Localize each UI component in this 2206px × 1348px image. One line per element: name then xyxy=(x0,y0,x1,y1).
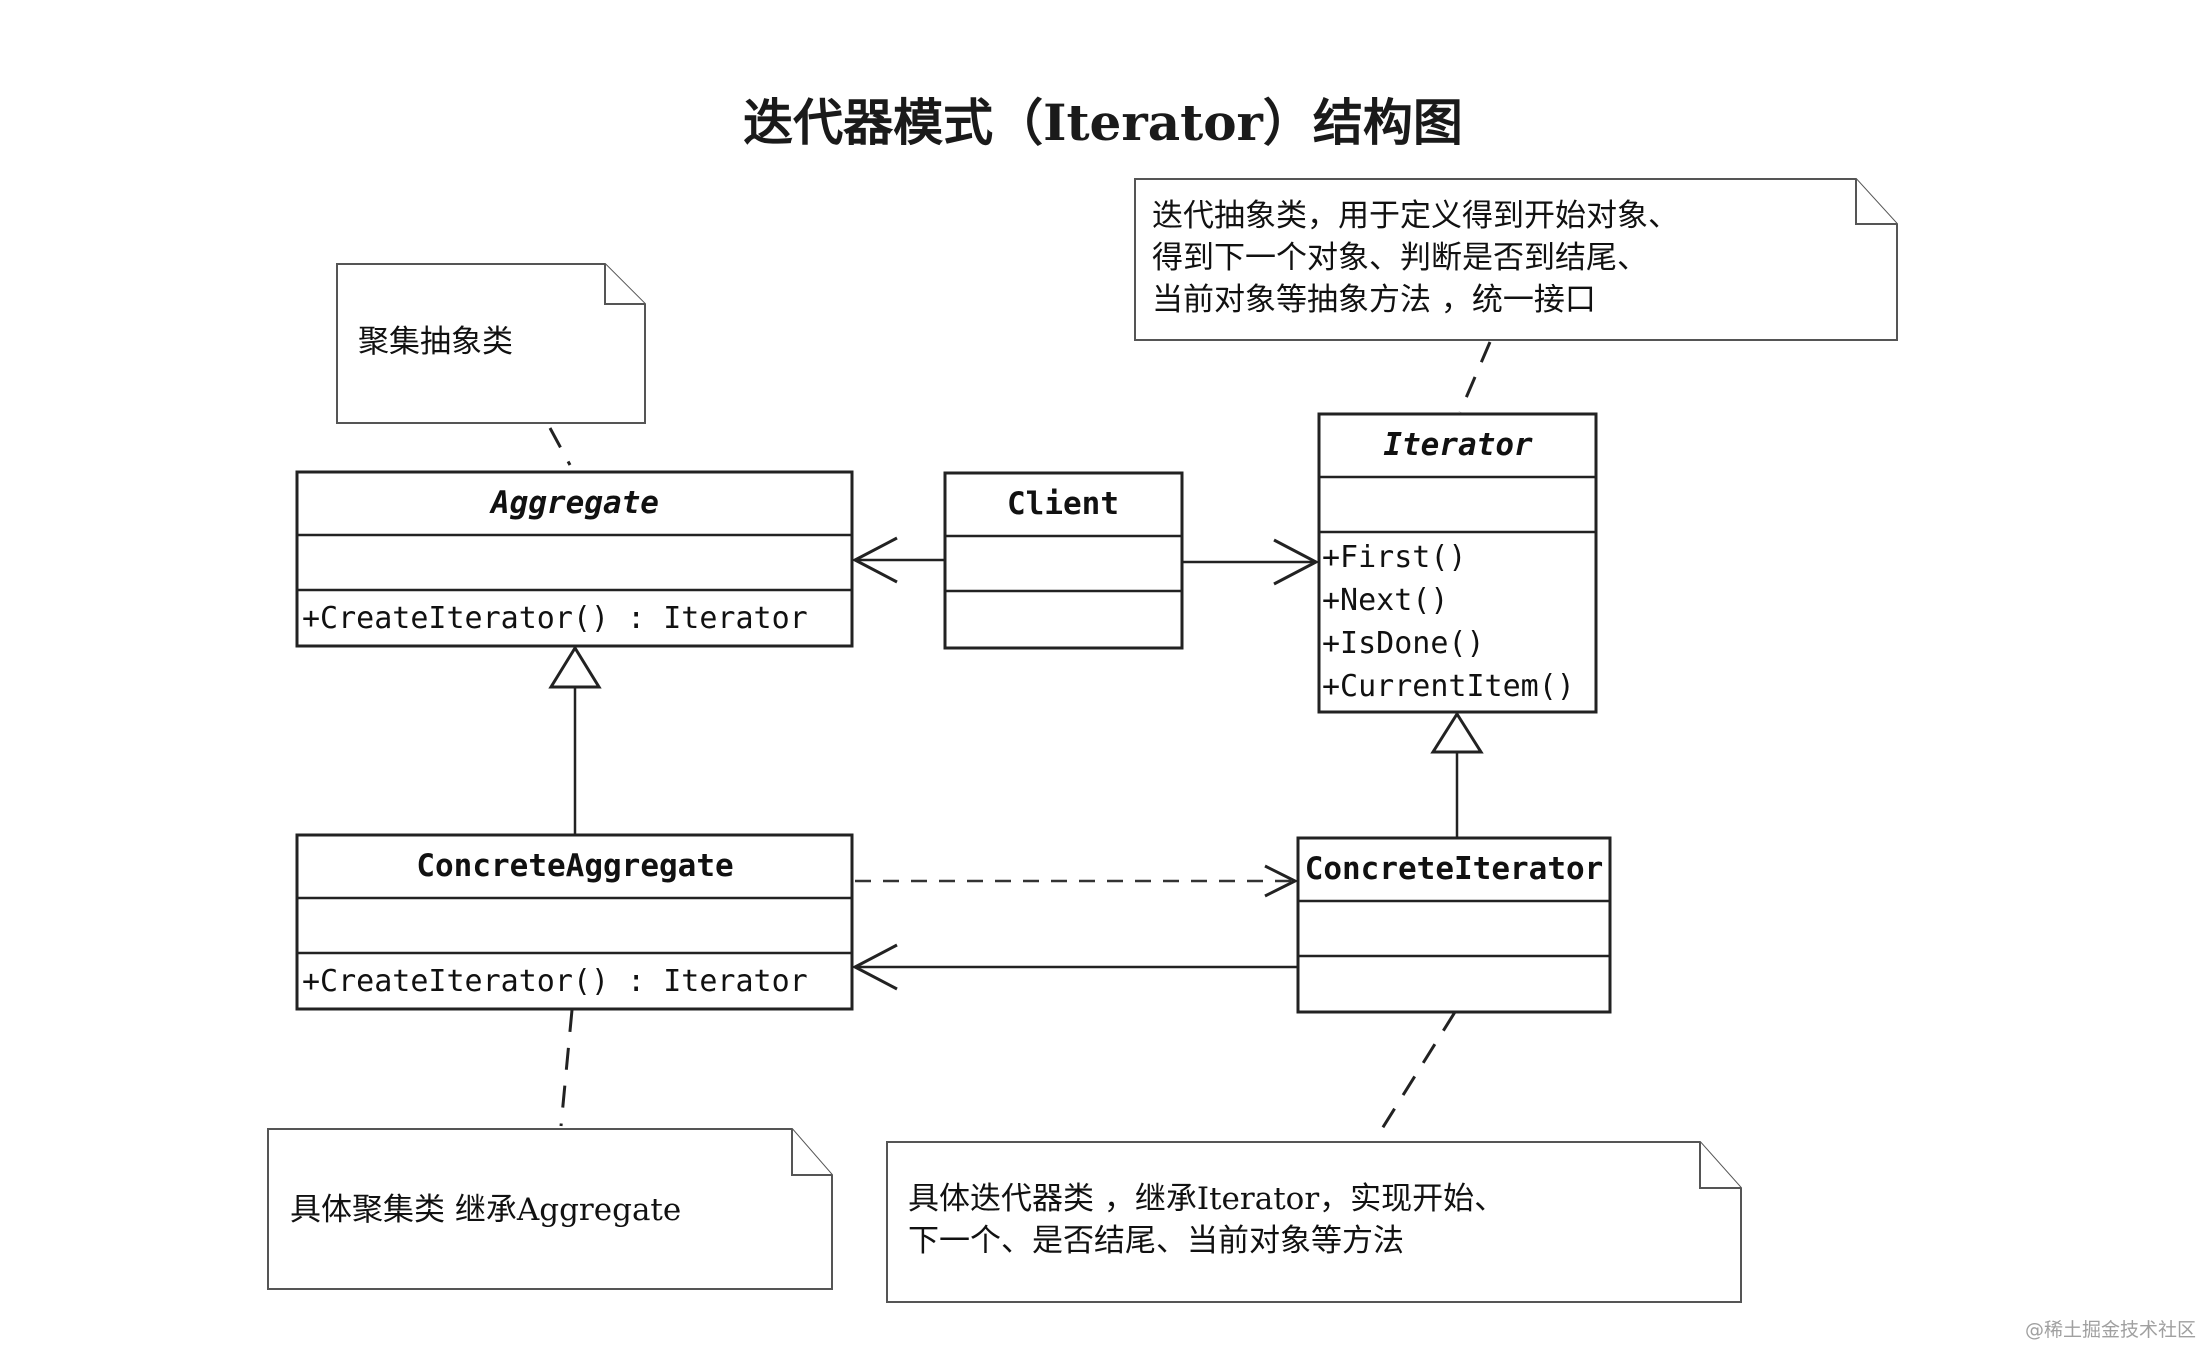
generalization-concrete-aggregate xyxy=(548,645,602,835)
anchor-iterator-note xyxy=(1458,341,1492,413)
dependency-concrete-aggregate-iterator xyxy=(855,864,1299,898)
generalization-concrete-iterator xyxy=(1430,711,1484,838)
association-client-iterator xyxy=(1182,538,1320,586)
class-aggregate-method: +CreateIterator() : Iterator xyxy=(302,601,808,636)
class-iterator-method-first: +First() xyxy=(1322,540,1467,575)
note-concrete-iterator-line-2: 下一个、是否结尾、当前对象等方法 xyxy=(908,1223,1404,1259)
diagram-title: 迭代器模式（Iterator）结构图 xyxy=(743,93,1463,152)
class-iterator-method-currentitem: +CurrentItem() xyxy=(1322,669,1575,704)
anchor-aggregate-note xyxy=(548,427,572,466)
class-iterator-method-isdone: +IsDone() xyxy=(1322,626,1485,661)
class-concrete-aggregate[interactable]: ConcreteAggregate +CreateIterator() : It… xyxy=(295,833,854,1011)
note-concrete-iterator: 具体迭代器类 ，继承Iterator，实现开始、 下一个、是否结尾、当前对象等方… xyxy=(886,1141,1742,1303)
anchor-concrete-iterator-note xyxy=(1373,1011,1457,1141)
class-concrete-aggregate-method: +CreateIterator() : Iterator xyxy=(302,964,808,999)
anchor-concrete-aggregate-note xyxy=(559,1009,574,1127)
note-concrete-aggregate-line: 具体聚集类 继承Aggregate xyxy=(290,1192,681,1228)
note-iterator: 迭代抽象类，用于定义得到开始对象、 得到下一个对象、判断是否到结尾、 当前对象等… xyxy=(1134,178,1898,341)
class-concrete-iterator[interactable]: ConcreteIterator xyxy=(1296,836,1612,1014)
class-iterator-method-next: +Next() xyxy=(1322,583,1448,618)
note-iterator-line-1: 迭代抽象类，用于定义得到开始对象、 xyxy=(1152,198,1679,234)
note-aggregate: 聚集抽象类 xyxy=(336,263,646,424)
class-concrete-aggregate-name: ConcreteAggregate xyxy=(416,848,733,884)
class-concrete-iterator-name: ConcreteIterator xyxy=(1305,851,1604,887)
class-iterator-name: Iterator xyxy=(1383,427,1533,463)
note-iterator-line-3: 当前对象等抽象方法 ，统一接口 xyxy=(1152,282,1596,318)
note-aggregate-line: 聚集抽象类 xyxy=(358,324,513,360)
association-concrete-iterator-aggregate xyxy=(851,943,1298,991)
note-concrete-iterator-line-1: 具体迭代器类 ，继承Iterator，实现开始、 xyxy=(908,1181,1505,1217)
note-concrete-aggregate: 具体聚集类 继承Aggregate xyxy=(267,1128,833,1290)
class-iterator[interactable]: Iterator +First() +Next() +IsDone() +Cur… xyxy=(1317,412,1598,714)
class-client[interactable]: Client xyxy=(943,471,1184,650)
association-client-aggregate xyxy=(851,536,945,584)
class-client-name: Client xyxy=(1007,486,1119,522)
note-iterator-line-2: 得到下一个对象、判断是否到结尾、 xyxy=(1152,240,1648,276)
class-aggregate-name: Aggregate xyxy=(489,485,659,521)
watermark: @稀土掘金技术社区 xyxy=(2025,1319,2196,1341)
class-aggregate[interactable]: Aggregate +CreateIterator() : Iterator xyxy=(295,470,854,648)
